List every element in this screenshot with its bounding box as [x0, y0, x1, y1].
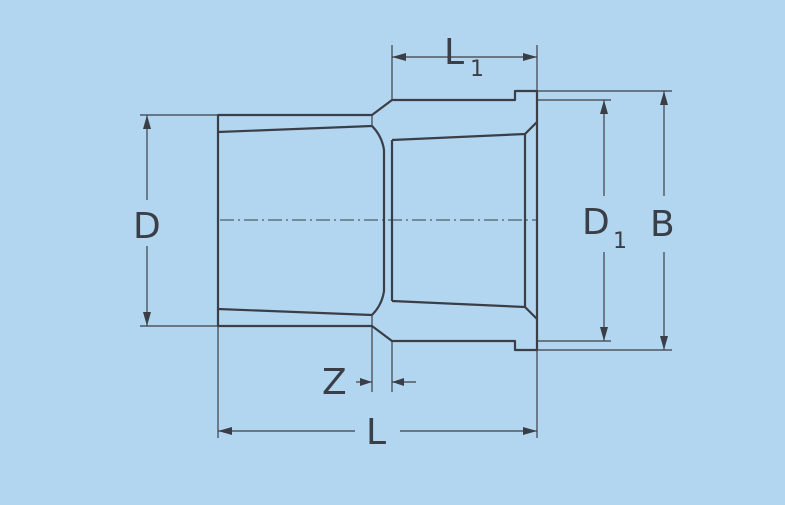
dimension-l: L: [217, 326, 538, 453]
dimension-d1: D 1: [537, 99, 627, 342]
label-l: L: [366, 412, 386, 453]
label-d1-sub: 1: [613, 229, 627, 254]
label-b: B: [650, 204, 675, 245]
dimension-l1: L 1: [391, 32, 538, 100]
left-bore-top: [217, 124, 373, 134]
label-d1: D: [582, 202, 610, 243]
dimension-b: B: [537, 90, 675, 351]
right-bore-top: [391, 121, 538, 142]
label-d: D: [133, 206, 161, 247]
label-l1: L: [444, 32, 464, 73]
dimension-z: Z: [322, 326, 416, 403]
left-bore-bottom: [217, 307, 373, 317]
fitting-body: [216, 89, 539, 352]
dimension-d: D: [133, 114, 218, 327]
right-bore-bottom: [391, 299, 538, 320]
label-l1-sub: 1: [470, 57, 484, 82]
label-z: Z: [322, 362, 347, 403]
